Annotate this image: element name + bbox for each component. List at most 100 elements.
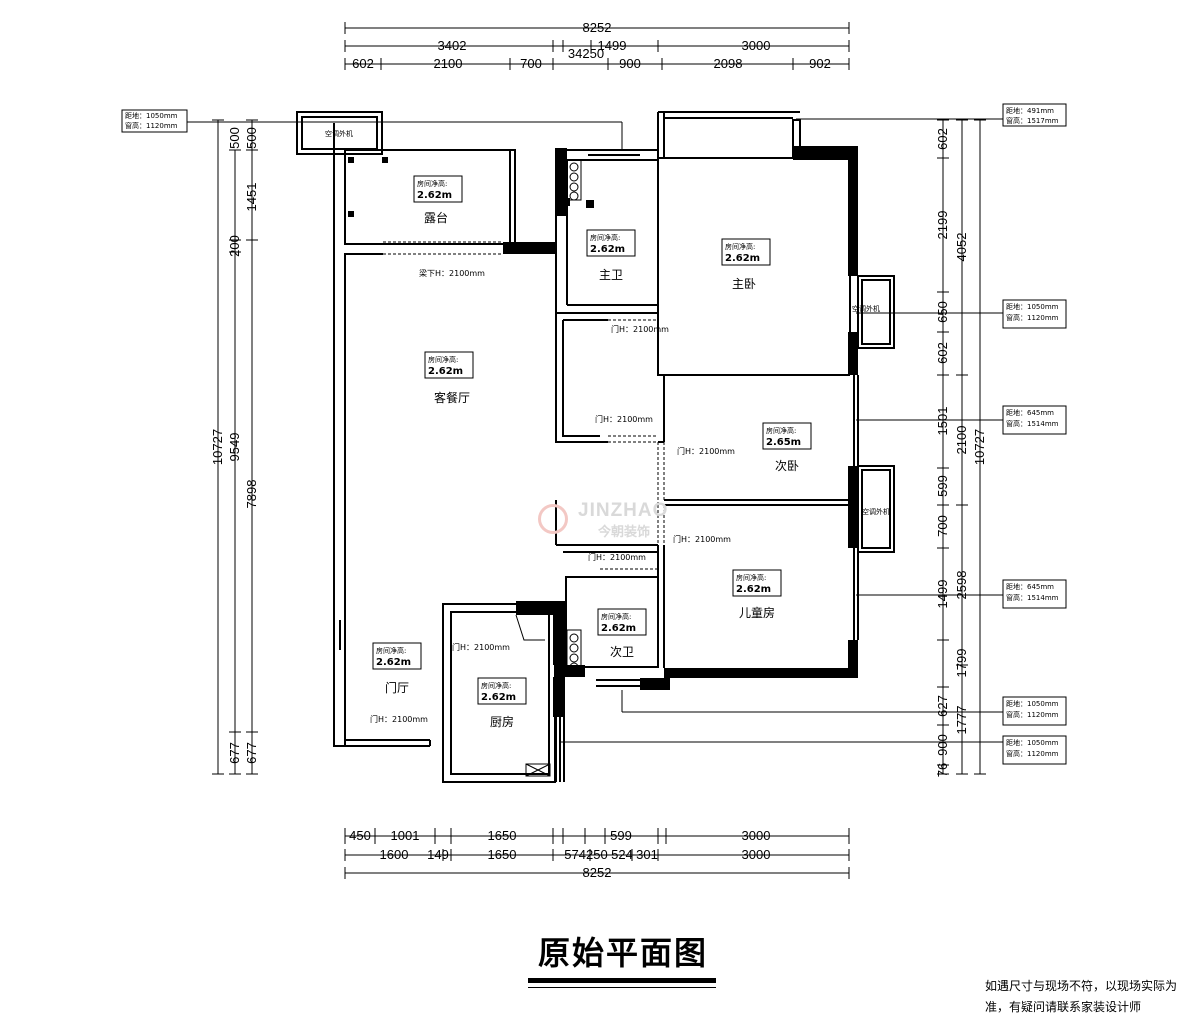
bottom-dim: 3000 <box>742 828 771 843</box>
window-sill-height: 距地：1050mm <box>125 111 178 120</box>
height-tag-value: 2.65m <box>766 437 801 448</box>
disclaimer-note: 如遇尺寸与现场不符，以现场实际为 准，有疑问请联系家装设计师 <box>985 976 1200 1018</box>
top-dim: 2100 <box>434 56 463 71</box>
height-tag-label: 房间净高: <box>766 426 796 435</box>
right-dim: 602 <box>935 342 950 364</box>
bottom-dim: 524 <box>611 847 633 862</box>
door-height-label: 门H：2100mm <box>595 414 653 424</box>
height-tag-value: 2.62m <box>428 366 463 377</box>
left-dim: 7898 <box>244 480 259 509</box>
left-dim: 500 <box>227 127 242 149</box>
room-name-master-bed: 主卧 <box>732 277 756 291</box>
height-tag-value: 2.62m <box>725 253 760 264</box>
window-height: 窗高：1120mm <box>125 121 178 130</box>
window-sill-height: 距地：1050mm <box>1006 738 1059 747</box>
height-tag-label: 房间净高: <box>601 612 631 621</box>
title-underline-thin <box>528 987 716 988</box>
bottom-dim: 599 <box>610 828 632 843</box>
height-tag-value: 2.62m <box>481 692 516 703</box>
top-dim: 34250 <box>568 46 604 61</box>
height-tag-label: 房间净高: <box>481 681 511 690</box>
height-tag-label: 房间净高: <box>590 233 620 242</box>
door-height-label: 门H：2100mm <box>452 642 510 652</box>
bottom-dim: 3000 <box>742 847 771 862</box>
watermark-subtitle: 今朝装饰 <box>598 525 651 540</box>
right-dim: 4052 <box>954 233 969 262</box>
beam-height-label: 梁下H：2100mm <box>419 269 485 278</box>
bottom-dim: 1650 <box>488 847 517 862</box>
ac-unit-label: 空调外机 <box>852 304 880 313</box>
right-dim: 1799 <box>954 649 969 678</box>
top-dim: 3402 <box>438 38 467 53</box>
room-name-living: 客餐厅 <box>434 390 470 405</box>
height-tag-label: 房间净高: <box>428 355 458 364</box>
height-tag-kitchen: 房间净高: 2.62m <box>481 681 516 703</box>
height-tag-label: 房间净高: <box>736 573 766 582</box>
ac-unit-label: 空调外机 <box>862 507 890 516</box>
height-tag-foyer: 房间净高: 2.62m <box>376 646 411 668</box>
window-sill-height: 距地：491mm <box>1006 106 1054 115</box>
height-tag-label: 房间净高: <box>725 242 755 251</box>
right-dim: 10727 <box>972 429 987 465</box>
room-name-master-bath: 主卫 <box>599 268 623 282</box>
room-name-second-bed: 次卧 <box>775 459 799 473</box>
window-spec: 距地：645mm 窗高：1514mm <box>1006 582 1059 602</box>
watermark-logo-icon <box>538 504 568 534</box>
window-spec: 距地：1050mm 窗高：1120mm <box>1006 699 1059 719</box>
window-height: 窗高：1120mm <box>1006 749 1059 758</box>
bottom-dim: 450 <box>349 828 371 843</box>
height-tag-value: 2.62m <box>736 584 771 595</box>
height-tag-label: 房间净高: <box>376 646 406 655</box>
right-dim: 1777 <box>954 706 969 735</box>
window-spec: 距地：1050mm 窗高：1120mm <box>1006 302 1059 322</box>
window-sill-height: 距地：645mm <box>1006 408 1054 417</box>
height-tag-second-bath: 房间净高: 2.62m <box>601 612 636 634</box>
window-spec: 距地：645mm 窗高：1514mm <box>1006 408 1059 428</box>
room-name-foyer: 门厅 <box>385 680 409 695</box>
bottom-dim: 1600 <box>380 847 409 862</box>
height-tag-second-bed: 房间净高: 2.65m <box>766 426 801 448</box>
height-tag-label: 房间净高: <box>417 179 447 188</box>
left-dim: 9549 <box>227 433 242 462</box>
height-tag-living: 房间净高: 2.62m <box>428 355 463 377</box>
window-height: 窗高：1514mm <box>1006 593 1059 602</box>
bottom-dim: 1650 <box>488 828 517 843</box>
height-tag-master-bed: 房间净高: 2.62m <box>725 242 760 264</box>
room-name-child-room: 儿童房 <box>739 605 775 620</box>
height-tag-value: 2.62m <box>417 190 452 201</box>
top-dim: 902 <box>809 56 831 71</box>
top-dim: 900 <box>619 56 641 71</box>
page-title: 原始平面图 <box>537 934 708 972</box>
door-height-label: 门H：2100mm <box>673 534 731 544</box>
window-spec: 距地：1050mm 窗高：1120mm <box>1006 738 1059 758</box>
right-dim: 76 <box>935 763 950 777</box>
watermark-brand: JINZHAO <box>578 500 669 521</box>
bottom-dim: 149 <box>427 847 449 862</box>
title-underline <box>528 978 716 983</box>
bottom-dim: 574250 <box>564 847 607 862</box>
window-sill-height: 距地：1050mm <box>1006 302 1059 311</box>
left-dim: 10727 <box>210 429 225 465</box>
bottom-dim: 301 <box>636 847 658 862</box>
window-height: 窗高：1514mm <box>1006 419 1059 428</box>
right-dim: 599 <box>935 475 950 497</box>
door-height-label: 门H：2100mm <box>370 714 428 724</box>
door-height-label: 门H：2100mm <box>588 552 646 562</box>
window-sill-height: 距地：1050mm <box>1006 699 1059 708</box>
window-spec: 距地：491mm 窗高：1517mm <box>1006 106 1059 125</box>
right-dim: 900 <box>935 734 950 756</box>
right-dim: 2199 <box>935 211 950 240</box>
right-dim: 627 <box>935 695 950 717</box>
right-dim: 1499 <box>935 580 950 609</box>
left-dim: 200 <box>227 235 242 257</box>
room-name-kitchen: 厨房 <box>490 714 514 729</box>
right-dim: 2100 <box>954 426 969 455</box>
top-total-dim: 8252 <box>583 20 612 35</box>
right-dim: 650 <box>935 301 950 323</box>
window-height: 窗高：1120mm <box>1006 313 1059 322</box>
left-dim: 677 <box>227 742 242 764</box>
right-dim: 1501 <box>935 407 950 436</box>
window-height: 窗高：1120mm <box>1006 710 1059 719</box>
